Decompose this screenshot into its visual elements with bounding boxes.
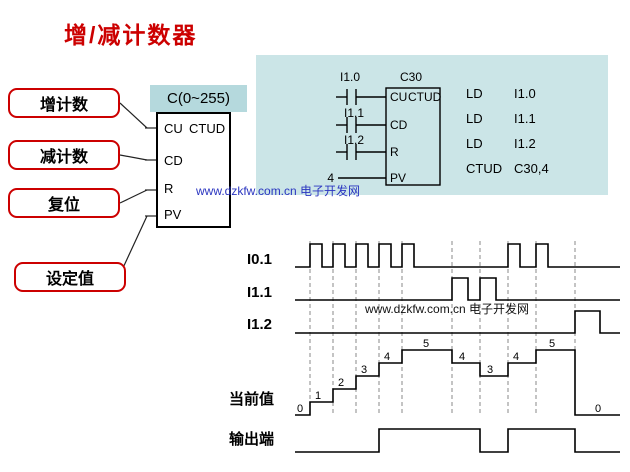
connector-line-count-up xyxy=(119,102,148,129)
count-value-label: 5 xyxy=(423,338,429,350)
pin-r-label: R xyxy=(164,181,174,196)
waveform-1 xyxy=(295,277,620,301)
counter-block: CU CTUD CD R PV xyxy=(156,112,231,228)
instruction-op: LD xyxy=(466,86,483,101)
waveform-0 xyxy=(295,243,620,268)
instruction-list: LD I1.0 LD I1.1 LD I1.2 CTUD C30,4 xyxy=(466,81,549,181)
instruction-op: LD xyxy=(466,136,483,151)
ladder-contact-label-3: I1.2 xyxy=(344,133,364,147)
waveform-3 xyxy=(295,349,620,416)
signal-label-i0-1: I0.1 xyxy=(247,251,273,268)
ladder-counter-box xyxy=(385,87,441,186)
counter-range-label: C(0~255) xyxy=(150,85,247,112)
ladder-pin-r: R xyxy=(390,145,399,159)
waveform-4 xyxy=(295,428,620,453)
count-value-label: 3 xyxy=(361,364,367,376)
instruction-operand: I1.0 xyxy=(514,86,536,101)
connector-line-count-down xyxy=(119,154,148,161)
count-value-label: 2 xyxy=(338,377,344,389)
count-value-label: 4 xyxy=(459,351,465,363)
instruction-row: LD I1.1 xyxy=(466,106,549,131)
count-value-label: 0 xyxy=(595,403,601,415)
instruction-operand: I1.1 xyxy=(514,111,536,126)
watermark-blue: www.dzkfw.com.cn 电子开发网 xyxy=(196,184,361,198)
ladder-pv-value: 4 xyxy=(327,171,334,185)
instruction-op: LD xyxy=(466,111,483,126)
page-title: 增/减计数器 xyxy=(64,22,198,48)
instruction-operand: I1.2 xyxy=(514,136,536,151)
count-value-label: 5 xyxy=(549,338,555,350)
callout-reset: 复位 xyxy=(8,188,120,218)
count-value-label: 1 xyxy=(315,390,321,402)
waveform-2 xyxy=(295,310,620,334)
ladder-panel: I1.0 C30 I1.1 I1.2 4 CU CTUD CD R PV LD … xyxy=(256,55,608,195)
pin-pv-label: PV xyxy=(164,207,182,222)
ladder-contact-label-2: I1.1 xyxy=(344,106,364,120)
ladder-type-label: CTUD xyxy=(408,90,442,104)
callout-reset-label: 复位 xyxy=(47,197,80,214)
count-value-label: 3 xyxy=(487,364,493,376)
signal-label-i1-1: I1.1 xyxy=(247,284,273,301)
instruction-operand: C30,4 xyxy=(514,161,549,176)
ladder-pin-cd: CD xyxy=(390,118,408,132)
count-value-label: 0 xyxy=(297,403,303,415)
count-value-label: 4 xyxy=(384,351,390,363)
instruction-row: LD I1.0 xyxy=(466,81,549,106)
pin-cd-label: CD xyxy=(164,153,183,168)
instruction-row: CTUD C30,4 xyxy=(466,156,549,181)
instruction-op: CTUD xyxy=(466,161,503,176)
signal-label-i1-2: I1.2 xyxy=(247,316,273,333)
ladder-contact-label-1: I1.0 xyxy=(340,70,360,84)
instruction-row: LD I1.2 xyxy=(466,131,549,156)
watermark-black: www.dzkfw.com.cn 电子开发网 xyxy=(365,302,530,316)
count-value-label: 4 xyxy=(513,351,519,363)
callout-count-down: 减计数 xyxy=(8,140,120,170)
connector-line-reset xyxy=(119,189,148,204)
ladder-pin-cu: CU xyxy=(390,90,407,104)
ladder-diagram: I1.0 C30 I1.1 I1.2 4 CU CTUD CD R PV xyxy=(327,70,442,186)
callout-preset-value-label: 设定值 xyxy=(45,271,94,288)
signal-label-output: 输出端 xyxy=(229,431,275,448)
callout-count-down-label: 减计数 xyxy=(39,149,88,166)
connector-line-preset xyxy=(121,215,148,271)
callout-count-up-label: 增计数 xyxy=(39,97,88,114)
ladder-block-name: C30 xyxy=(400,70,422,84)
signal-label-current-value: 当前值 xyxy=(229,391,275,408)
block-type-label: CTUD xyxy=(189,121,226,136)
pin-cu-label: CU xyxy=(164,121,183,136)
ladder-pin-pv: PV xyxy=(390,171,406,185)
callout-preset-value: 设定值 xyxy=(14,262,126,292)
callout-count-up: 增计数 xyxy=(8,88,120,118)
